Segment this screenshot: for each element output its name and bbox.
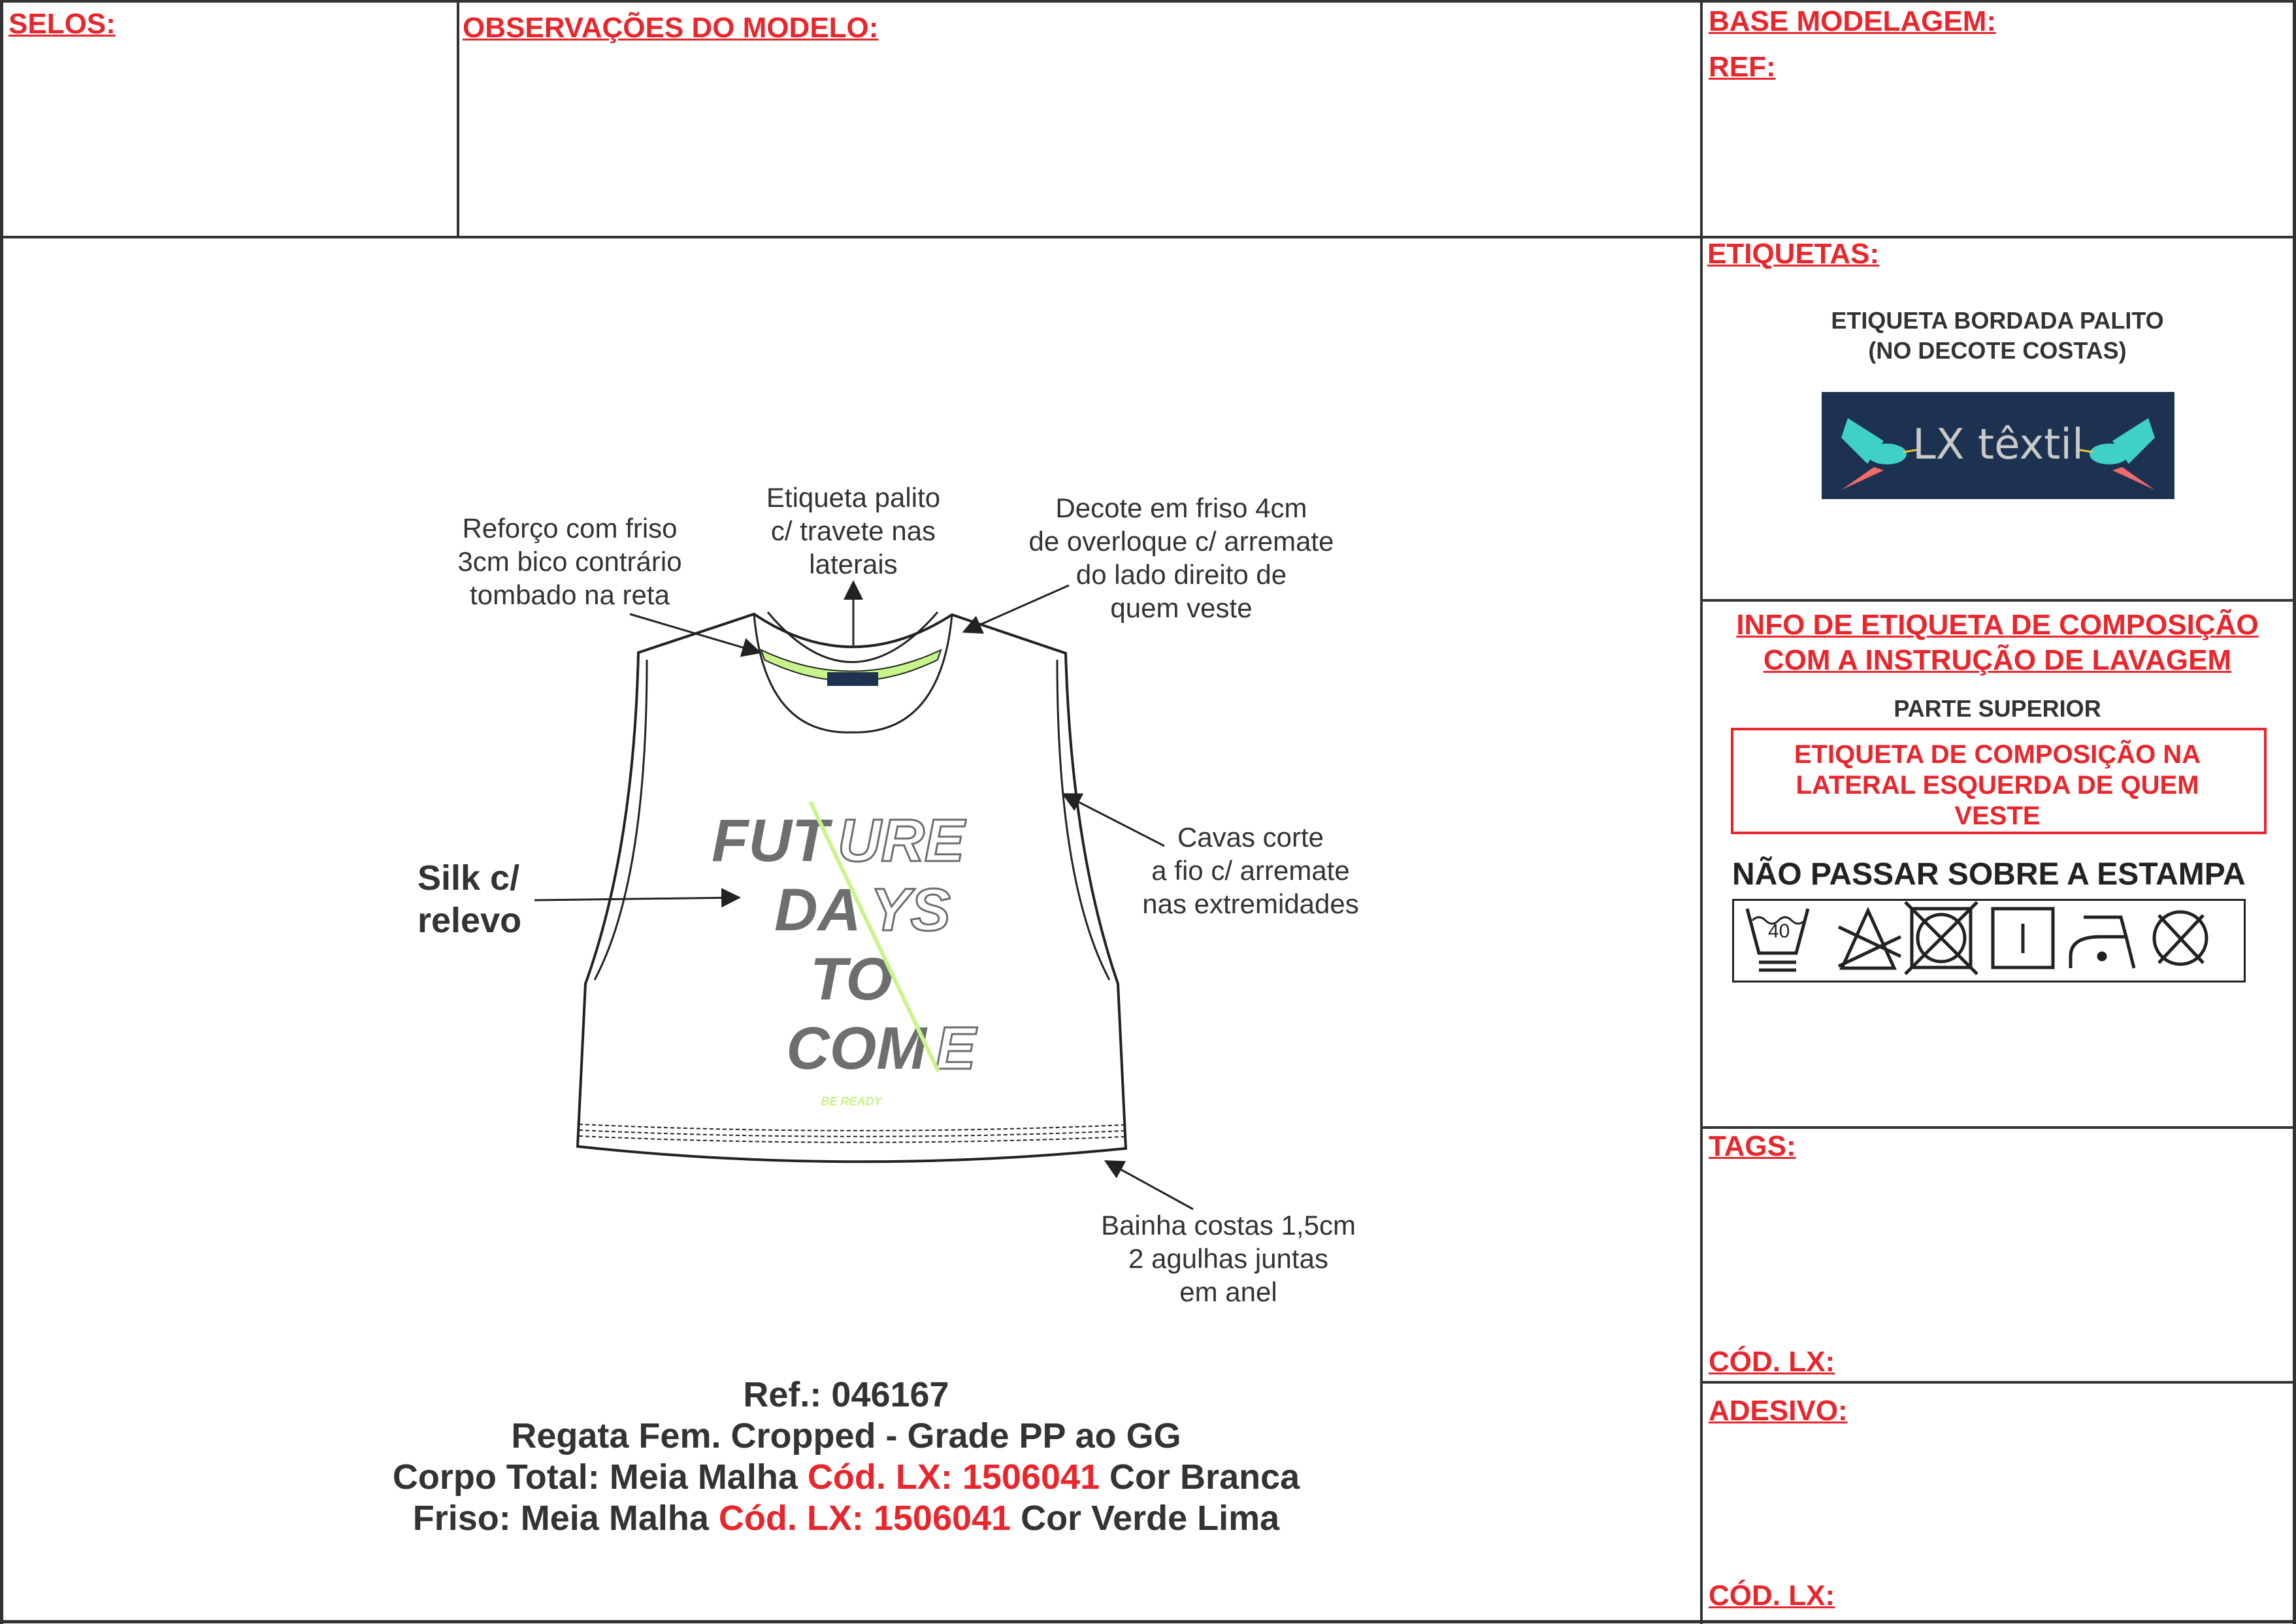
annotation-line: Reforço com friso	[462, 513, 678, 544]
no-tumble-dry-icon	[1904, 901, 1978, 975]
etiqueta-line2: (NO DECOTE COSTAS)	[1868, 337, 2127, 364]
annotation-cavas: Cavas corte a fio c/ arremate nas extrem…	[1142, 820, 1359, 920]
left-armhole-binding	[593, 659, 648, 981]
right-column-divider	[1700, 0, 1703, 1624]
annotation-line: a fio c/ arremate	[1151, 855, 1350, 886]
etiqueta-line1: ETIQUETA BORDADA PALITO	[1831, 307, 2164, 334]
adesivo-label: ADESIVO:	[1709, 1395, 1848, 1427]
annotation-line: Bainha costas 1,5cm	[1101, 1210, 1356, 1241]
annotation-line: laterais	[809, 549, 898, 579]
print-line4-left: COM	[786, 1015, 928, 1082]
no-bleach-icon	[1837, 906, 1902, 970]
etiquetas-label: ETIQUETAS:	[1707, 238, 1880, 270]
line-dry-icon	[1991, 907, 2055, 969]
print-lime-slash	[808, 800, 940, 1073]
neck-rib-outer	[753, 613, 953, 734]
annotation-line: tombado na reta	[470, 579, 670, 610]
header-divider	[0, 236, 2296, 238]
composicao-divider	[1701, 1126, 2296, 1129]
footer-friso: Friso: Meia Malha Cód. LX: 1506041 Cor V…	[393, 1498, 1300, 1539]
friso-code: Cód. LX: 1506041	[718, 1499, 1011, 1538]
annotation-silk: Silk c/ relevo	[418, 857, 521, 942]
composicao-title-1: INFO DE ETIQUETA DE COMPOSIÇÃO	[1736, 609, 2259, 641]
hem-stitching	[578, 1124, 1126, 1143]
composicao-box	[1731, 728, 2267, 834]
print-line2-left: DA	[774, 877, 861, 943]
nao-passar-warning: NÃO PASSAR SOBRE A ESTAMPA	[1732, 857, 2246, 892]
selos-divider	[457, 0, 459, 237]
friso-prefix: Friso: Meia Malha	[412, 1499, 719, 1538]
border-right	[2293, 0, 2296, 1624]
print-line1-left: FUT	[712, 807, 833, 874]
logo-text: LX têxtil	[1912, 421, 2084, 469]
annotation-line: Decote em friso 4cm	[1055, 493, 1307, 523]
border-bottom	[0, 1620, 2296, 1623]
observacoes-label: OBSERVAÇÕES DO MODELO:	[463, 12, 879, 44]
corpo-code: Cód. LX: 1506041	[807, 1457, 1100, 1497]
composicao-box-line3: VESTE	[1954, 802, 2041, 830]
neck-label-icon	[827, 672, 878, 686]
right-armhole-binding	[1056, 659, 1111, 981]
annotation-bainha: Bainha costas 1,5cm 2 agulhas juntas em …	[1101, 1209, 1356, 1308]
annotation-line: nas extremidades	[1142, 888, 1359, 919]
annotation-line: do lado direito de	[1075, 559, 1287, 590]
annotation-line: em anel	[1179, 1276, 1277, 1307]
annotation-reforco: Reforço com friso 3cm bico contrário tom…	[457, 512, 681, 611]
annotation-line: 2 agulhas juntas	[1128, 1243, 1328, 1274]
garment-flat-sketch: FUT URE DA YS TO COM E BE READY	[534, 580, 1194, 1210]
tags-divider	[1701, 1381, 2296, 1384]
corpo-prefix: Corpo Total: Meia Malha	[392, 1457, 808, 1497]
selos-label: SELOS:	[8, 8, 116, 40]
annotation-line: Silk c/	[418, 858, 520, 898]
neck-tape-lime	[760, 649, 942, 682]
print-line1-right: URE	[838, 807, 966, 874]
annotation-line: c/ travete nas	[770, 515, 936, 546]
annotation-line: relevo	[418, 901, 522, 940]
lx-textil-logo: LX têxtil	[1822, 392, 2174, 499]
iron-low-icon	[2069, 915, 2136, 969]
ref-label: REF:	[1709, 51, 1776, 83]
print-line3: TO	[810, 946, 893, 1013]
print-tagline: BE READY	[821, 1095, 883, 1108]
wash-40-icon	[1745, 908, 1810, 972]
tags-cod-lx-label: CÓD. LX:	[1709, 1346, 1835, 1378]
base-modelagem-label: BASE MODELAGEM:	[1709, 5, 1996, 37]
corpo-suffix: Cor Branca	[1100, 1457, 1300, 1497]
cavas-arrow	[1061, 793, 1165, 847]
care-symbols-box: 40	[1732, 899, 2246, 983]
no-dry-clean-icon	[2152, 910, 2208, 966]
etiquetas-divider	[1701, 599, 2296, 602]
friso-suffix: Cor Verde Lima	[1011, 1499, 1280, 1538]
reforco-arrow	[629, 613, 762, 657]
bainha-arrow	[1104, 1160, 1194, 1210]
decote-arrow	[962, 584, 1070, 634]
neck-inner	[766, 611, 939, 663]
border-top	[0, 0, 2296, 3]
tags-label: TAGS:	[1709, 1130, 1796, 1162]
silk-arrow	[534, 888, 741, 908]
print-line2-right: YS	[870, 877, 951, 943]
print-line4-right: E	[936, 1015, 977, 1082]
annotation-line: 3cm bico contrário	[457, 546, 682, 577]
footer-ref: Ref.: 046167	[743, 1375, 949, 1414]
annotation-line: Cavas corte	[1177, 822, 1324, 853]
hummingbird-icon	[1841, 418, 2155, 490]
footer-description: Regata Fem. Cropped - Grade PP ao GG	[511, 1416, 1181, 1455]
border-left	[0, 0, 3, 1624]
composicao-box-line2: LATERAL ESQUERDA DE QUEM	[1796, 771, 2199, 800]
adesivo-cod-lx-label: CÓD. LX:	[1709, 1580, 1835, 1612]
footer-spec: Ref.: 046167 Regata Fem. Cropped - Grade…	[393, 1374, 1300, 1539]
annotation-decote: Decote em friso 4cm de overloque c/ arre…	[1029, 491, 1334, 625]
annotation-etiqueta: Etiqueta palito c/ travete nas laterais	[766, 481, 940, 581]
annotation-line: quem veste	[1110, 593, 1253, 623]
parte-superior: PARTE SUPERIOR	[1894, 695, 2101, 722]
composicao-box-line1: ETIQUETA DE COMPOSIÇÃO NA	[1794, 740, 2201, 769]
wash-temperature: 40	[1768, 920, 1790, 942]
annotation-line: Etiqueta palito	[766, 482, 941, 513]
annotation-line: de overloque c/ arremate	[1028, 526, 1334, 557]
composicao-title-2: COM A INSTRUÇÃO DE LAVAGEM	[1763, 644, 2232, 676]
footer-corpo: Corpo Total: Meia Malha Cód. LX: 1506041…	[393, 1457, 1300, 1498]
